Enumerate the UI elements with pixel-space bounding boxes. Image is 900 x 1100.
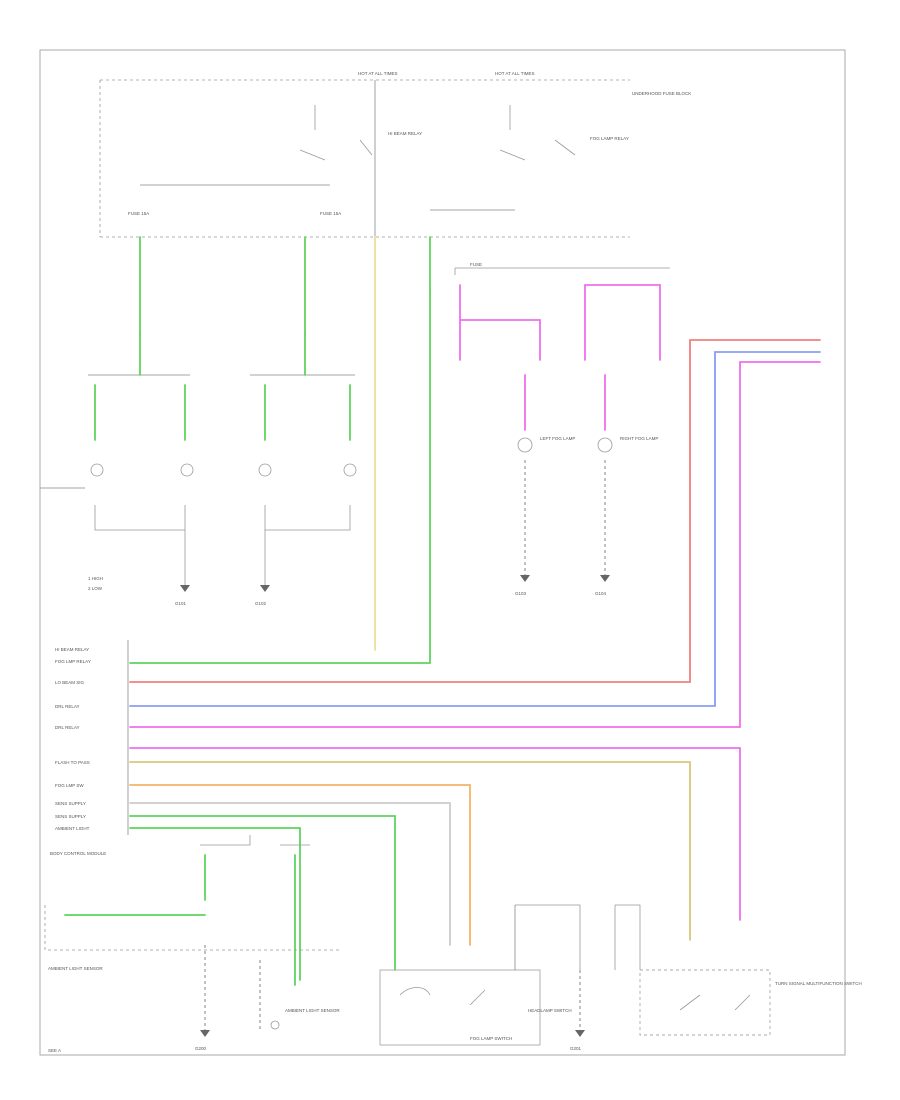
diagram-border (39, 49, 846, 1056)
ground-g201: G201 (570, 1046, 582, 1051)
legend-low: 2 LOW (88, 586, 103, 591)
bcm-pin-4: LO BEAM SIG (55, 680, 85, 685)
ground-g103: G103 (515, 591, 527, 596)
sensor-module-label: AMBIENT LIGHT SENSOR (285, 1008, 340, 1013)
bcm-connector: HI BEAM RELAY FOG LMP RELAY LO BEAM SIG … (50, 640, 129, 856)
right-fog-lamp-label: RIGHT FOG LAMP (620, 436, 658, 441)
bcm-pin-1: HI BEAM RELAY (55, 647, 89, 652)
bcm-pin-14: SENS SUPPLY (55, 801, 86, 806)
bcm-pin-12: FOG LMP SW (55, 783, 84, 788)
ambient-sensor-group: G200 AMBIENT LIGHT SENSOR AMBIENT LIGHT … (44, 835, 340, 1053)
fog-lamp-switch-label: FOG LAMP SWITCH (470, 1036, 512, 1041)
hi-beam-relay-label: HI BEAM RELAY (388, 131, 422, 136)
fuse-left-label: FUSE 15A (128, 211, 149, 216)
hot-label-left: HOT AT ALL TIMES (358, 71, 398, 76)
fuse-right-label: FUSE (470, 262, 482, 267)
bcm-pin-16: AMBIENT LIGHT (55, 826, 90, 831)
fog-lamp-relay-label: FOG LAMP RELAY (590, 136, 629, 141)
ground-g101: G101 (175, 601, 187, 606)
ambient-sensor-label: AMBIENT LIGHT SENSOR (48, 966, 103, 971)
bcm-pin-2: FOG LMP RELAY (55, 659, 91, 664)
fog-lamp-switch: FOG LAMP SWITCH HEADLAMP SWITCH G201 (379, 904, 585, 1051)
underhood-fuse-block: HOT AT ALL TIMES HOT AT ALL TIMES UNDERH… (99, 71, 691, 238)
headlamp-left-group: G101 G102 1 HIGH 2 LOW (40, 384, 357, 606)
fog-lamp-group: FUSE LEFT FOG LAMP RIGHT FOG LAMP G103 G… (454, 262, 670, 596)
left-fog-lamp-label: LEFT FOG LAMP (540, 436, 575, 441)
headlamp-switch-label: HEADLAMP SWITCH (528, 1008, 572, 1013)
bottom-left-label: SEE A (48, 1048, 61, 1053)
bcm-wires (129, 339, 821, 981)
fuse-mid-label: FUSE 15A (320, 211, 341, 216)
bcm-pin-6: DRL RELAY (55, 704, 80, 709)
ground-g102: G102 (255, 601, 267, 606)
hot-label-right: HOT AT ALL TIMES (495, 71, 535, 76)
green-wires-top (88, 236, 431, 664)
bcm-pin-8: DRL RELAY (55, 725, 80, 730)
turn-signal-label: TURN SIGNAL MULTIFUNCTION SWITCH (775, 981, 862, 986)
ground-g104: G104 (595, 591, 607, 596)
left-fog-lamp-icon (517, 437, 533, 453)
ground-g200: G200 (195, 1046, 207, 1051)
bcm-pin-15: SENS SUPPLY (55, 814, 86, 819)
right-fog-lamp-icon (597, 437, 613, 453)
turn-signal-switch: TURN SIGNAL MULTIFUNCTION SWITCH (614, 904, 862, 1036)
bcm-label: BODY CONTROL MODULE (50, 851, 106, 856)
underhood-fuse-label: UNDERHOOD FUSE BLOCK (632, 91, 691, 96)
legend-high: 1 HIGH (88, 576, 103, 581)
bcm-pin-10: FLASH TO PASS (55, 760, 90, 765)
